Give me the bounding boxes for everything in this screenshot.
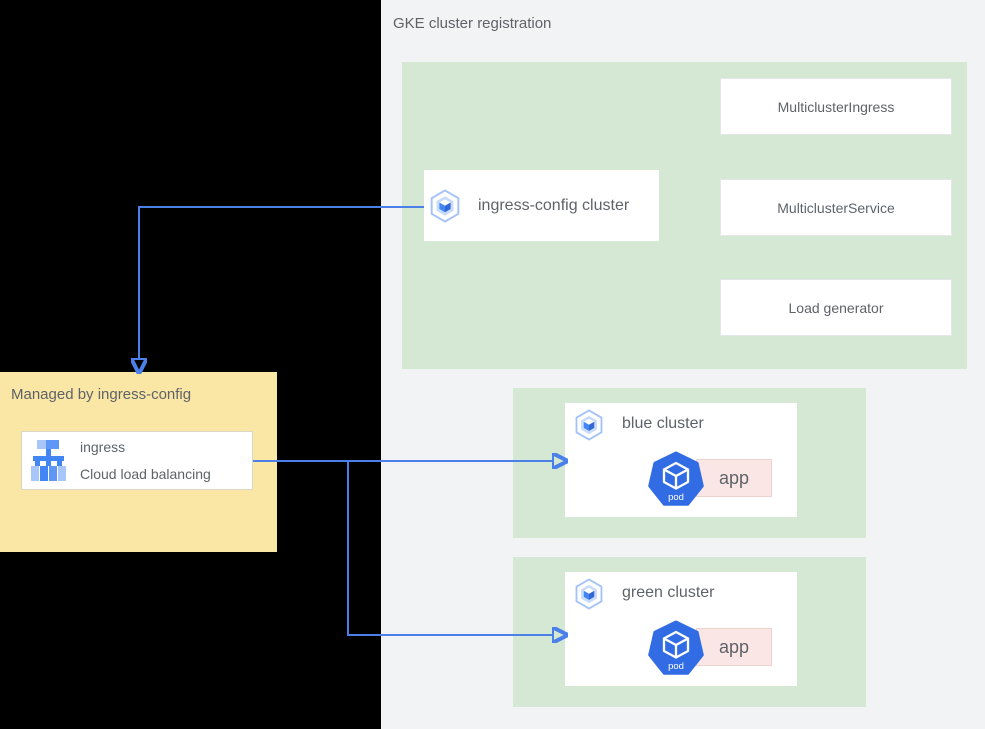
resource-label: MulticlusterService bbox=[777, 199, 895, 216]
ingress-load-balancer-card: ingress Cloud load balancing bbox=[21, 431, 253, 490]
managed-by-ingress-config-box: Managed by ingress-config ingress Cloud … bbox=[0, 372, 277, 552]
gke-registration-panel: ingress-config cluster MulticlusterIngre… bbox=[402, 62, 967, 369]
resource-box-multicluster-ingress: MulticlusterIngress bbox=[720, 78, 952, 135]
app-label: app bbox=[718, 467, 750, 488]
ingress-label: ingress bbox=[80, 439, 126, 455]
ingress-config-cluster-card: ingress-config cluster bbox=[424, 170, 659, 241]
cloud-load-balancing-icon bbox=[31, 440, 66, 481]
diagram-title: GKE cluster registration bbox=[393, 15, 552, 32]
pod-label: pod bbox=[668, 492, 684, 503]
app-label: app bbox=[718, 636, 750, 657]
green-cluster-label: green cluster bbox=[622, 584, 715, 601]
green-cluster-card: green cluster app pod bbox=[565, 572, 797, 686]
blue-cluster-card: blue cluster app pod bbox=[565, 403, 797, 517]
app-box: app bbox=[696, 459, 772, 497]
blue-cluster-label: blue cluster bbox=[622, 415, 704, 432]
pod-label: pod bbox=[668, 661, 684, 672]
managed-box-title: Managed by ingress-config bbox=[11, 386, 192, 403]
blue-cluster-panel: blue cluster app pod bbox=[513, 388, 866, 538]
resource-box-load-generator: Load generator bbox=[720, 279, 952, 336]
gke-cluster-icon bbox=[575, 409, 603, 441]
kubernetes-pod-icon: pod bbox=[648, 620, 704, 675]
kubernetes-pod-icon: pod bbox=[648, 451, 704, 506]
ingress-config-cluster-label: ingress-config cluster bbox=[478, 196, 630, 214]
resource-box-multicluster-service: MulticlusterService bbox=[720, 179, 952, 236]
app-box: app bbox=[696, 628, 772, 666]
resource-label: Load generator bbox=[788, 299, 884, 316]
resource-label: MulticlusterIngress bbox=[777, 98, 895, 115]
gke-cluster-icon bbox=[430, 188, 460, 223]
green-cluster-panel: green cluster app pod bbox=[513, 557, 866, 707]
cloud-load-balancing-label: Cloud load balancing bbox=[80, 466, 211, 482]
gke-cluster-icon bbox=[575, 578, 603, 610]
